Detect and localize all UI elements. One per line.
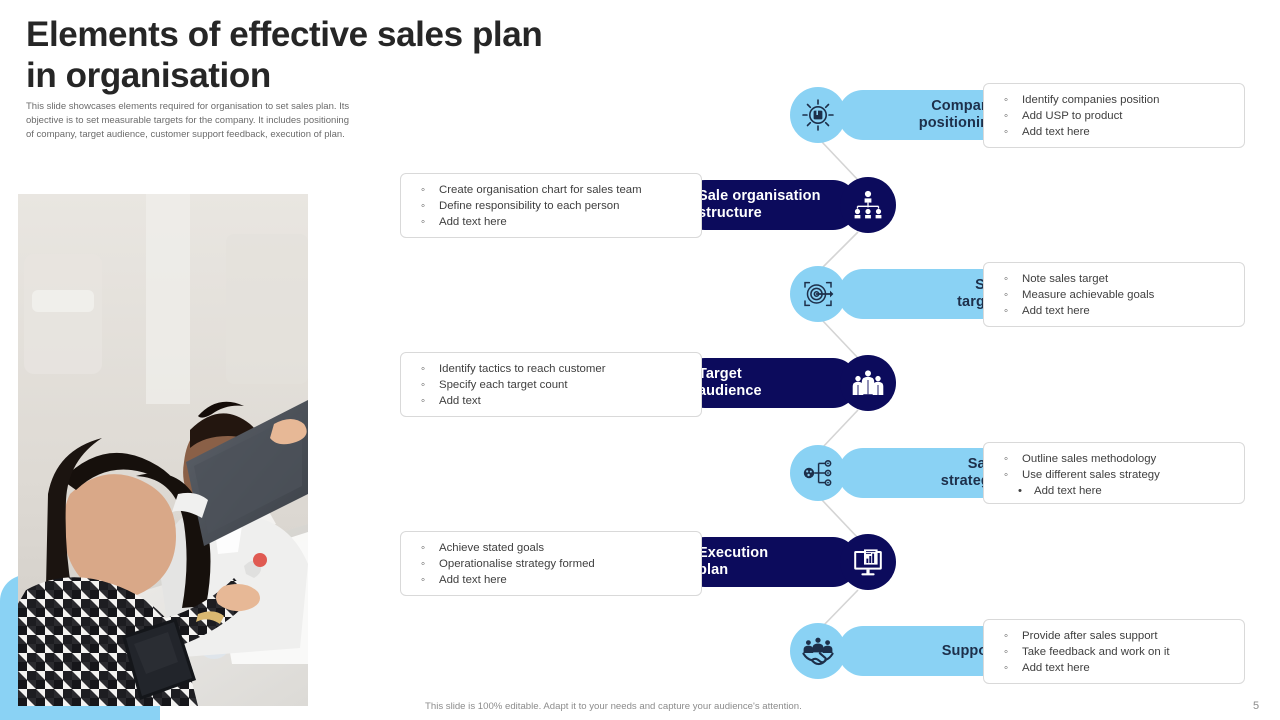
list-item: ◦Provide after sales support	[1004, 630, 1158, 642]
step-textbox-support: ◦Provide after sales support ◦Take feedb…	[983, 619, 1245, 684]
bullet-list-support: ◦Provide after sales support ◦Take feedb…	[998, 628, 1234, 677]
page-title-line-2: in organisation	[26, 56, 271, 95]
bullet-list-sale-strategy: ◦Outline sales methodology ◦Use differen…	[998, 451, 1234, 500]
bullet-list-execution-plan: ◦Achieve stated goals ◦Operationalise st…	[415, 540, 691, 589]
page-title-line-1: Elements of effective sales plan	[26, 15, 543, 54]
bullet-list-target-audience: ◦Identify tactics to reach customer ◦Spe…	[415, 361, 691, 410]
target-arrow-icon	[790, 266, 846, 322]
org-chart-icon	[840, 177, 896, 233]
bullet-list-sale-organisation-structure: ◦Create organisation chart for sales tea…	[415, 182, 691, 231]
list-item: ◦Add text here	[1004, 126, 1090, 139]
list-item: ◦Operationalise strategy formed	[421, 558, 595, 571]
list-item: ◦Measure achievable goals	[1004, 289, 1155, 302]
step-textbox-sale-strategy: ◦Outline sales methodology ◦Use differen…	[983, 442, 1245, 504]
list-item: ◦Identify tactics to reach customer	[421, 363, 606, 375]
list-item: ◦Add text here	[421, 574, 507, 587]
page-subtitle: This slide showcases elements required f…	[26, 101, 350, 141]
list-item: ◦Define responsibility to each person	[421, 200, 620, 213]
handshake-team-icon	[790, 623, 846, 679]
list-item: ◦Specify each target count	[421, 379, 568, 392]
list-item: ◦Add text here	[421, 216, 507, 229]
list-item: ◦Use different sales strategy	[1004, 469, 1160, 482]
list-item: •Add text here	[1018, 485, 1102, 498]
footer-note: This slide is 100% editable. Adapt it to…	[425, 701, 802, 712]
step-textbox-sale-organisation-structure: ◦Create organisation chart for sales tea…	[400, 173, 702, 238]
list-item: ◦Add text here	[1004, 662, 1090, 675]
monitor-report-icon	[840, 534, 896, 590]
list-item: ◦Add text	[421, 395, 481, 408]
step-textbox-company-positioning: ◦Identify companies position ◦Add USP to…	[983, 83, 1245, 148]
network-branch-icon	[790, 445, 846, 501]
lightbulb-product-icon	[790, 87, 846, 143]
list-item: ◦Take feedback and work on it	[1004, 646, 1170, 659]
page-title: Elements of effective sales plan in orga…	[26, 14, 646, 96]
list-item: ◦Achieve stated goals	[421, 542, 545, 554]
step-textbox-execution-plan: ◦Achieve stated goals ◦Operationalise st…	[400, 531, 702, 596]
step-textbox-target-audience: ◦Identify tactics to reach customer ◦Spe…	[400, 352, 702, 417]
list-item: ◦Add USP to product	[1004, 110, 1123, 123]
list-item: ◦Outline sales methodology	[1004, 453, 1157, 465]
page-number: 5	[1253, 700, 1260, 712]
bullet-list-set-target: ◦Note sales target ◦Measure achievable g…	[998, 271, 1234, 320]
list-item: ◦Create organisation chart for sales tea…	[421, 184, 642, 196]
bullet-list-company-positioning: ◦Identify companies position ◦Add USP to…	[998, 92, 1234, 141]
people-group-icon	[840, 355, 896, 411]
step-textbox-set-target: ◦Note sales target ◦Measure achievable g…	[983, 262, 1245, 327]
list-item: ◦Add text here	[1004, 305, 1090, 318]
list-item: ◦Identify companies position	[1004, 94, 1160, 106]
team-photo	[18, 194, 308, 706]
list-item: ◦Note sales target	[1004, 273, 1109, 285]
